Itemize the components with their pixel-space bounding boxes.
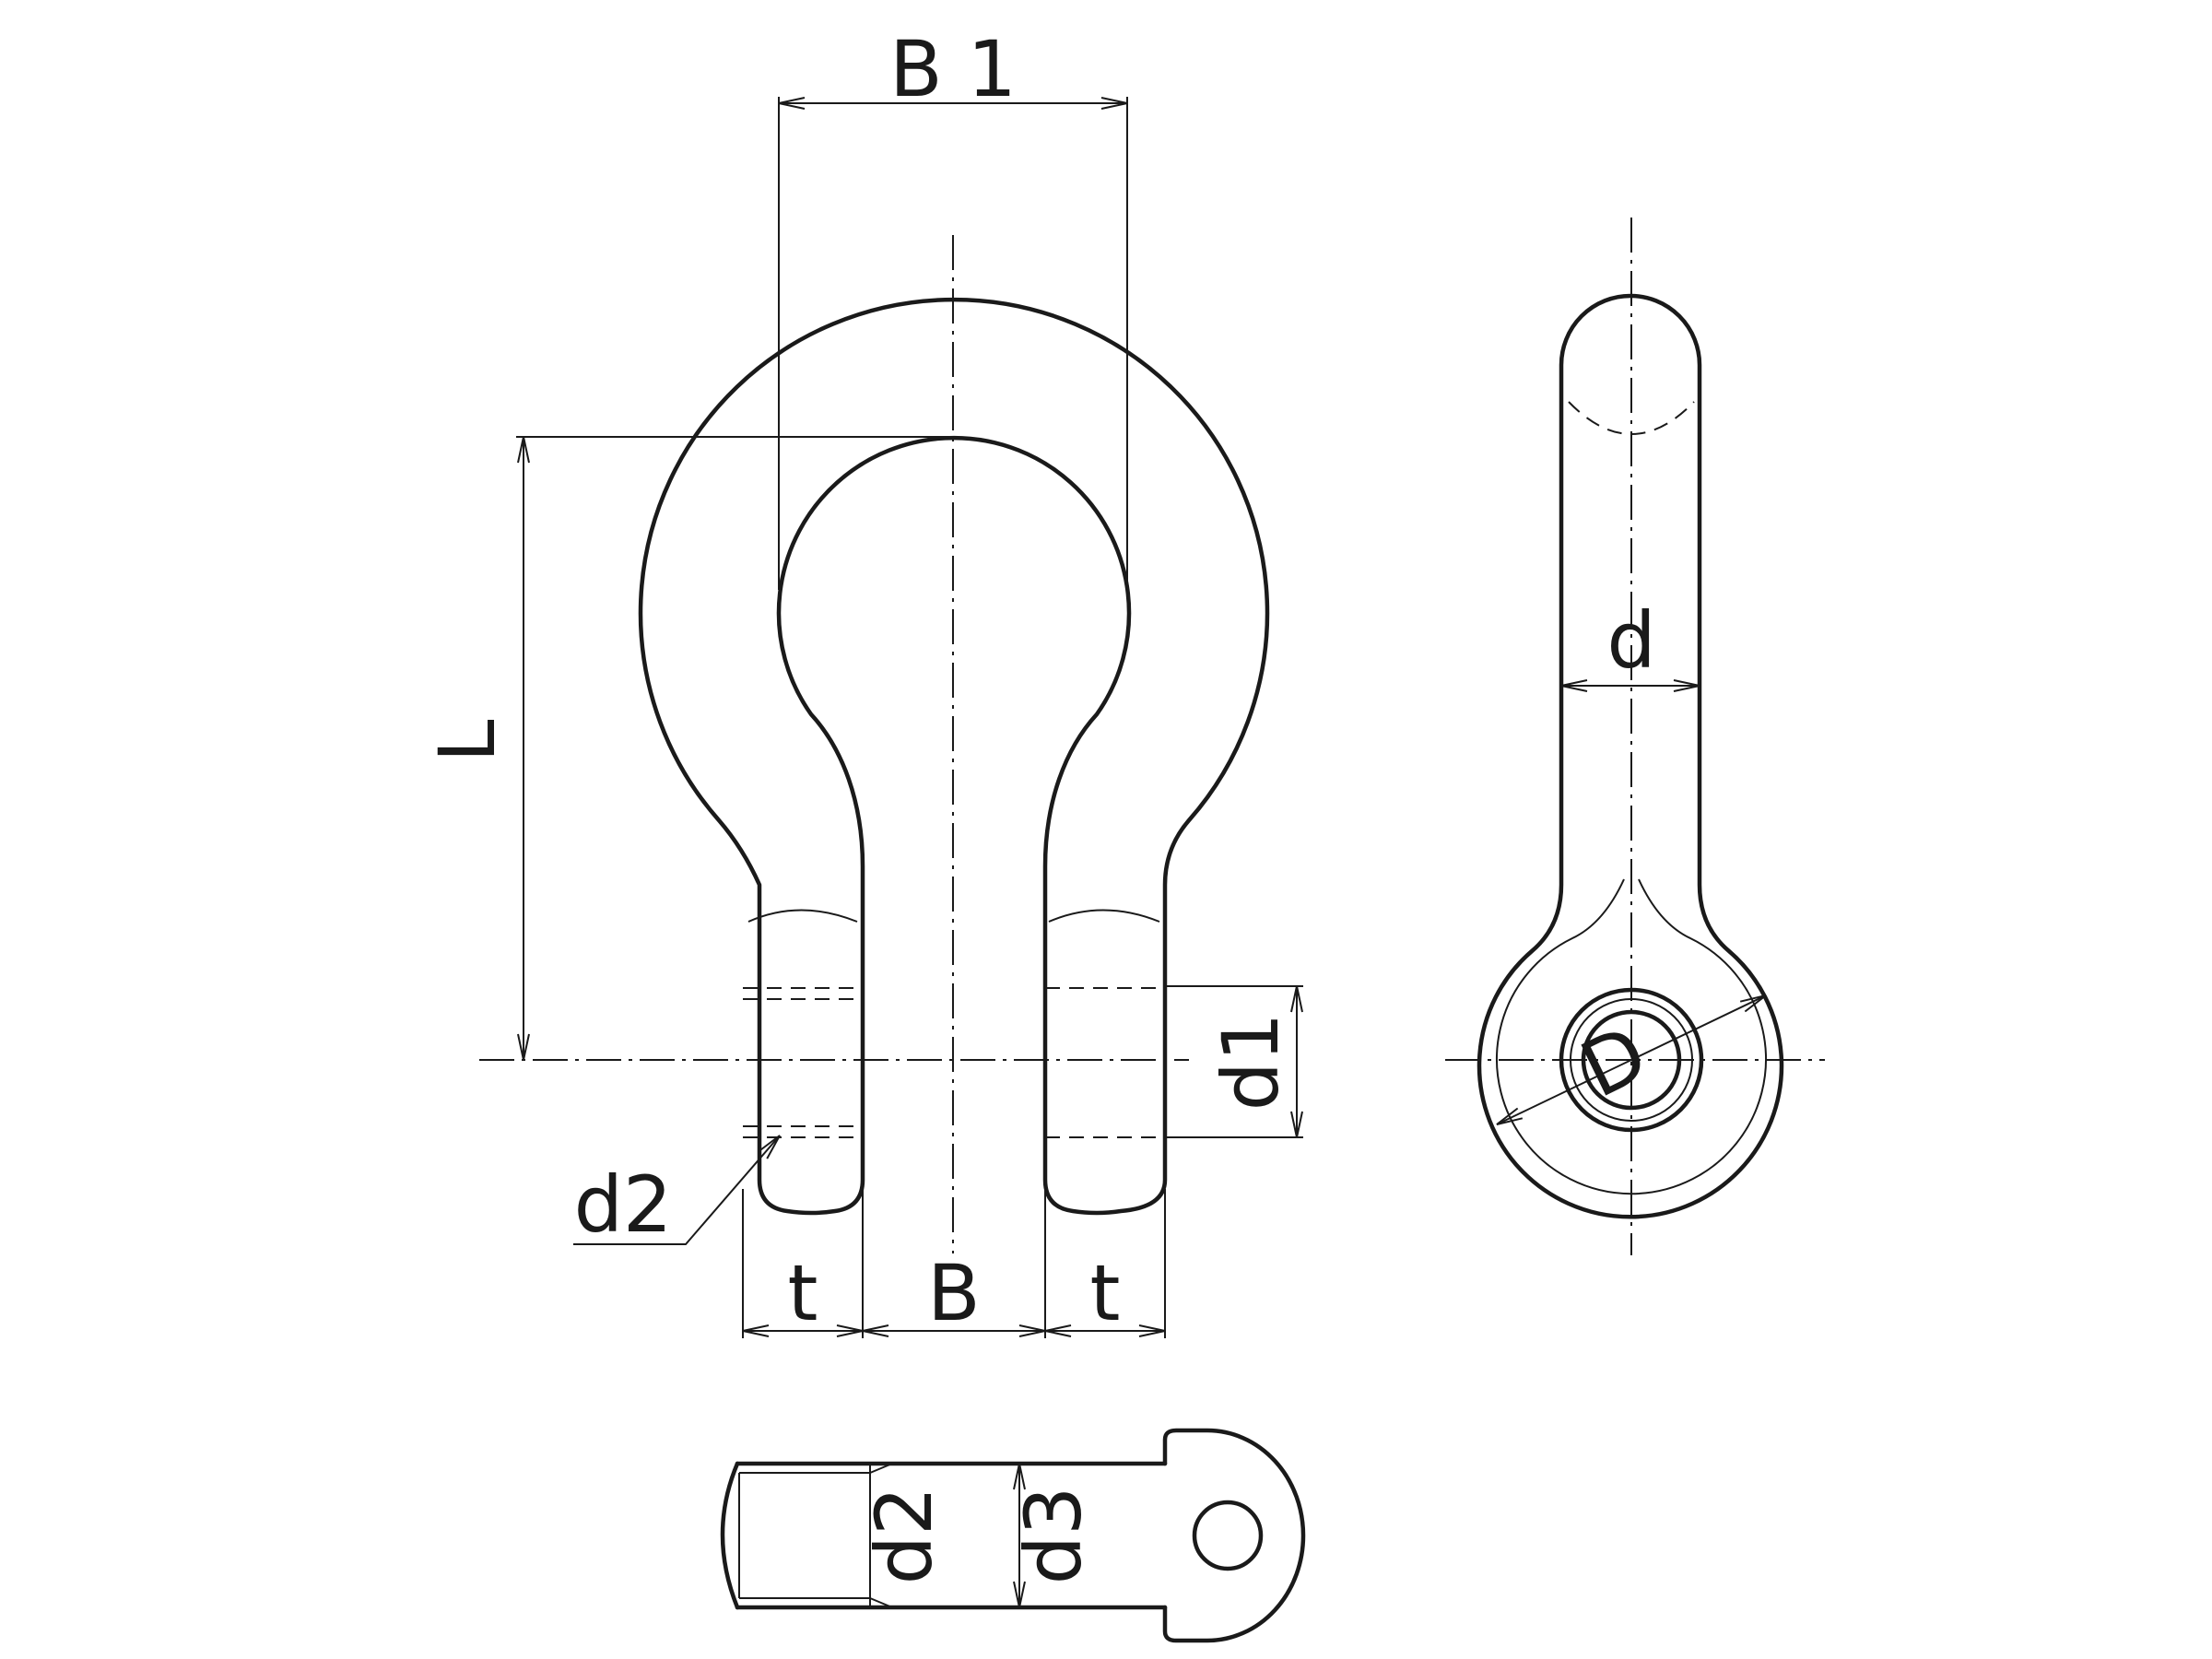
b-label: B [927, 1248, 981, 1338]
eye-arc-right [1048, 909, 1160, 923]
thread-chamfer [869, 1463, 893, 1608]
pin-head [1162, 1428, 1306, 1643]
pin-view: d2 d3 [720, 1428, 1306, 1643]
front-view: B 1 L d1 d2 t B t [422, 24, 1303, 1338]
shackle-body-outline [638, 297, 1270, 1216]
l-label: L [422, 719, 512, 762]
d-label: d [1606, 595, 1655, 686]
d2-leader [573, 1135, 781, 1245]
pin-head-eye [1192, 1500, 1264, 1571]
pin-threaded-end [720, 1461, 740, 1610]
t-right-label: t [1090, 1248, 1121, 1338]
b1-label: B 1 [889, 24, 1017, 114]
t-left-label: t [788, 1248, 818, 1338]
d3-label: d3 [1008, 1487, 1099, 1585]
d1-label: d1 [1206, 1013, 1296, 1112]
side-view: d D [1445, 218, 1825, 1255]
side-outline [1477, 293, 1784, 1219]
eye-arc-left [747, 909, 858, 923]
d2-label: d2 [574, 1159, 673, 1250]
d2-pin-label: d2 [859, 1487, 949, 1585]
big-d-dimension-line [1496, 994, 1767, 1125]
